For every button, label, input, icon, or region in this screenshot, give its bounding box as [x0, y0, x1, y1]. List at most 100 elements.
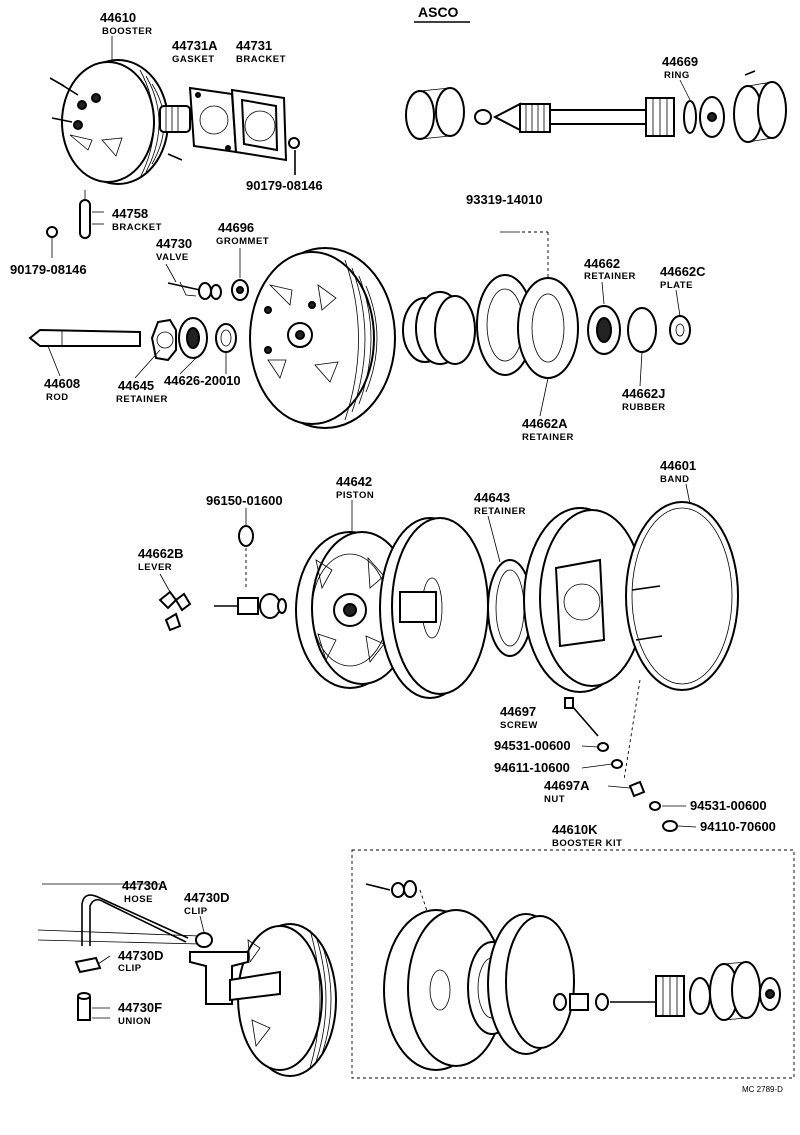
svg-text:44662B: 44662B	[138, 546, 184, 561]
svg-text:BOOSTER: BOOSTER	[102, 26, 152, 37]
svg-text:ROD: ROD	[46, 392, 69, 403]
svg-text:44697A: 44697A	[544, 778, 590, 793]
svg-text:44669: 44669	[662, 54, 698, 69]
header-title: ASCO	[418, 4, 459, 20]
label-96150-01600: 96150-01600	[206, 493, 283, 508]
svg-text:VALVE: VALVE	[156, 252, 189, 263]
label-44626-20010: 44626-20010	[164, 373, 241, 388]
label-44730A: 44730A HOSE	[122, 878, 168, 905]
svg-text:44601: 44601	[660, 458, 696, 473]
svg-text:94110-70600: 94110-70600	[700, 819, 776, 834]
label-44662C: 44662C PLATE	[660, 264, 706, 291]
svg-text:RETAINER: RETAINER	[522, 432, 574, 443]
leader-lines	[47, 36, 697, 1019]
rear-shell-drawing	[249, 247, 396, 429]
svg-text:44731: 44731	[236, 38, 272, 53]
label-94110-70600: 94110-70600	[700, 819, 776, 834]
svg-text:44731A: 44731A	[172, 38, 218, 53]
svg-text:BRACKET: BRACKET	[236, 54, 286, 65]
label-44608: 44608 ROD	[44, 376, 80, 403]
svg-text:94611-10600: 94611-10600	[494, 760, 570, 775]
svg-text:PLATE: PLATE	[660, 280, 693, 291]
valve-grommet-drawing	[167, 279, 249, 301]
label-44642: 44642 PISTON	[336, 474, 374, 501]
svg-text:44730A: 44730A	[122, 878, 168, 893]
svg-text:44662: 44662	[584, 256, 620, 271]
svg-text:BAND: BAND	[660, 474, 689, 485]
label-90179-08146-top: 90179-08146	[246, 178, 323, 193]
booster-kit-drawing	[365, 880, 781, 1071]
svg-text:RUBBER: RUBBER	[622, 402, 666, 413]
label-44731: 44731 BRACKET	[236, 38, 286, 65]
label-44730: 44730 VALVE	[156, 236, 192, 263]
label-44730D-lower: 44730D CLIP	[118, 948, 164, 974]
hose-assembly-drawing	[37, 883, 337, 1077]
label-44643: 44643 RETAINER	[474, 490, 526, 517]
svg-text:UNION: UNION	[118, 1016, 151, 1027]
svg-text:LEVER: LEVER	[138, 562, 172, 573]
small-bracket-drawing	[46, 190, 91, 258]
svg-text:44697: 44697	[500, 704, 536, 719]
svg-text:44608: 44608	[44, 376, 80, 391]
label-44669: 44669 RING	[662, 54, 698, 81]
label-44696: 44696 GROMMET	[216, 220, 269, 247]
svg-text:44696: 44696	[218, 220, 254, 235]
lever-seal-drawing	[158, 525, 287, 632]
svg-text:BRACKET: BRACKET	[112, 222, 162, 233]
svg-text:44610: 44610	[100, 10, 136, 25]
svg-text:44642: 44642	[336, 474, 372, 489]
svg-text:GASKET: GASKET	[172, 54, 215, 65]
svg-text:96150-01600: 96150-01600	[206, 493, 283, 508]
label-90179-08146-left: 90179-08146	[10, 262, 87, 277]
label-44662B: 44662B LEVER	[138, 546, 184, 573]
label-44731A: 44731A GASKET	[172, 38, 218, 65]
label-44730D-upper: 44730D CLIP	[184, 890, 230, 917]
label-94531-00600-b: 94531-00600	[690, 798, 767, 813]
label-44730F: 44730F UNION	[118, 1000, 162, 1027]
svg-text:CLIP: CLIP	[184, 906, 208, 917]
screw-nut-drawing	[564, 679, 678, 832]
svg-text:93319-14010: 93319-14010	[466, 192, 543, 207]
label-93319-14010: 93319-14010	[466, 192, 543, 207]
svg-text:44730: 44730	[156, 236, 192, 251]
svg-text:90179-08146: 90179-08146	[10, 262, 87, 277]
svg-text:44730D: 44730D	[118, 948, 164, 963]
label-94611-10600: 94611-10600	[494, 760, 570, 775]
svg-text:44730D: 44730D	[184, 890, 230, 905]
label-44662A: 44662A RETAINER	[522, 416, 574, 443]
svg-text:RETAINER: RETAINER	[116, 394, 168, 405]
label-44662J: 44662J RUBBER	[622, 386, 666, 413]
svg-text:RETAINER: RETAINER	[474, 506, 526, 517]
gasket-bracket-drawing	[188, 86, 300, 175]
svg-text:HOSE: HOSE	[124, 894, 153, 905]
svg-text:SCREW: SCREW	[500, 720, 538, 731]
label-44697A: 44697A NUT	[544, 778, 590, 805]
label-44662: 44662 RETAINER	[584, 256, 636, 282]
svg-text:44662J: 44662J	[622, 386, 665, 401]
label-44697: 44697 SCREW	[500, 704, 538, 731]
label-44758: 44758 BRACKET	[112, 206, 162, 233]
svg-text:RING: RING	[664, 70, 690, 81]
svg-text:RETAINER: RETAINER	[584, 271, 636, 282]
booster-kit-box	[351, 849, 795, 1079]
svg-text:44645: 44645	[118, 378, 154, 393]
svg-text:44662A: 44662A	[522, 416, 568, 431]
rod-retainer-drawing	[28, 317, 237, 362]
label-94531-00600-a: 94531-00600	[494, 738, 571, 753]
svg-text:44610K: 44610K	[552, 822, 598, 837]
svg-text:PISTON: PISTON	[336, 490, 374, 501]
svg-text:GROMMET: GROMMET	[216, 236, 269, 247]
piston-retainer-drawing	[295, 501, 739, 699]
label-44645: 44645 RETAINER	[116, 378, 168, 405]
plunger-assembly-drawing	[405, 70, 787, 143]
svg-text:90179-08146: 90179-08146	[246, 178, 323, 193]
label-44610K: 44610K BOOSTER KIT	[552, 822, 622, 849]
label-44601: 44601 BAND	[660, 458, 696, 485]
svg-text:44662C: 44662C	[660, 264, 706, 279]
drawing-code: MC 2789-D	[742, 1085, 783, 1094]
svg-text:NUT: NUT	[544, 794, 565, 805]
svg-text:44626-20010: 44626-20010	[164, 373, 241, 388]
svg-text:44758: 44758	[112, 206, 148, 221]
